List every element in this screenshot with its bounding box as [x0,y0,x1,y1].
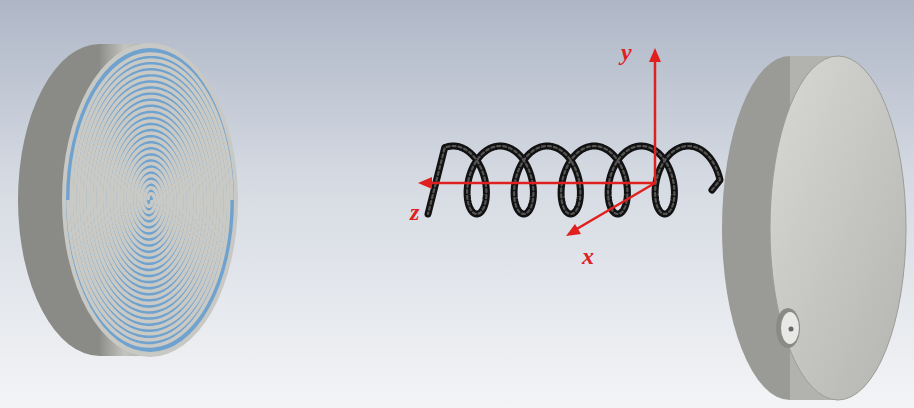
feed-pin [789,327,794,332]
axis-label: z [410,200,419,224]
disc-rim [62,43,238,357]
helix-wire [428,146,720,214]
disc-face [770,56,906,400]
helix-coil [428,146,720,214]
feed-hole-inner [781,312,799,344]
spiral-arm [68,60,229,346]
coordinate-axes [418,48,661,236]
helix-coil [428,146,720,214]
axis-label: y [621,40,632,64]
ground-disc [722,56,906,400]
spiral-arms [68,54,232,346]
spiral-substrate [66,48,234,352]
feed-hole [776,308,800,348]
axis-label: x [582,244,594,268]
spiral-disc [18,43,238,357]
